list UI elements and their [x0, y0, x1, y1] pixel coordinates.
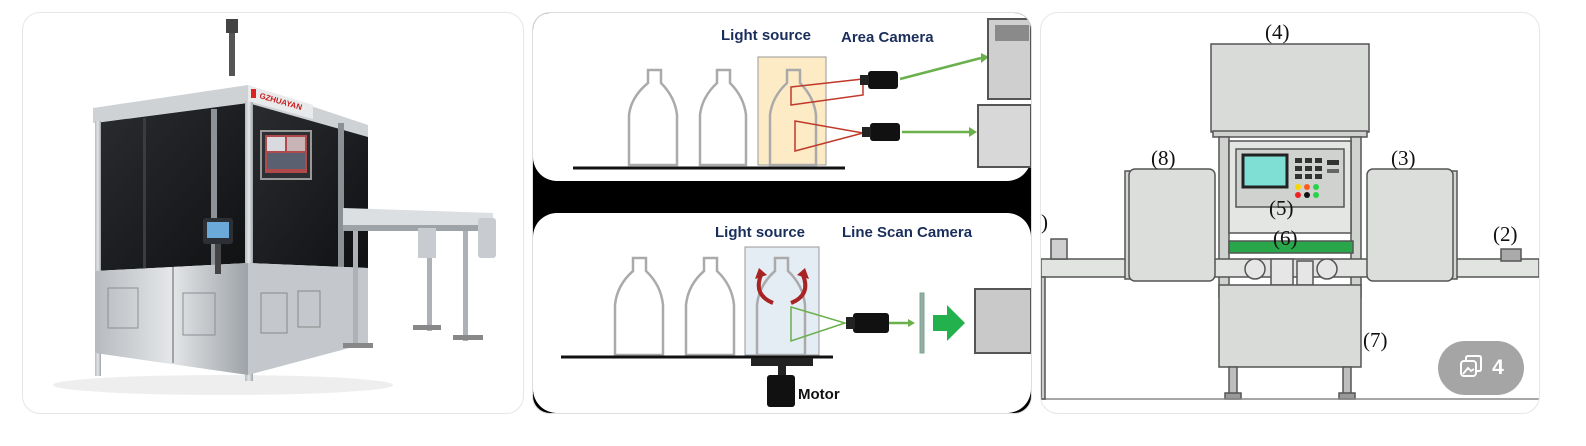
light-source-label-top: Light source: [721, 27, 811, 44]
label-3: (3): [1391, 146, 1416, 170]
result-image-2[interactable]: Light source Area Camera Light source Li…: [532, 12, 1032, 414]
result-image-1[interactable]: GZHUAYAN: [22, 12, 524, 414]
light-source-label-bottom: Light source: [715, 224, 805, 241]
area-camera-icon-1: [868, 71, 898, 89]
label-2: (2): [1493, 222, 1518, 246]
label-9: ): [1041, 210, 1048, 234]
inspection-machine-photo: GZHUAYAN: [53, 19, 496, 395]
line-scan-camera-label: Line Scan Camera: [842, 224, 973, 241]
control-panel-buttons: [1295, 158, 1339, 198]
label-8: (8): [1151, 146, 1176, 170]
motor-icon: [767, 375, 795, 407]
area-camera-label: Area Camera: [841, 29, 934, 46]
machine-schematic-diagram: (4) (8) (3) (5) (6) ) (2) (7): [1041, 20, 1539, 400]
label-6: (6): [1273, 226, 1298, 250]
more-images-badge[interactable]: 4: [1438, 341, 1524, 395]
label-4: (4): [1265, 20, 1290, 44]
bottle-outlines-bottom: [613, 256, 807, 357]
label-7: (7): [1363, 328, 1388, 352]
bottle-outlines-top: [627, 68, 818, 167]
image-stack-icon: [1458, 353, 1484, 384]
camera-inspection-diagram: Light source Area Camera Light source Li…: [533, 13, 1031, 413]
label-5: (5): [1269, 196, 1294, 220]
area-camera-icon-2: [870, 123, 900, 141]
line-scan-camera-icon: [853, 313, 889, 333]
image-count: 4: [1492, 356, 1504, 379]
motor-label: Motor: [798, 386, 840, 403]
